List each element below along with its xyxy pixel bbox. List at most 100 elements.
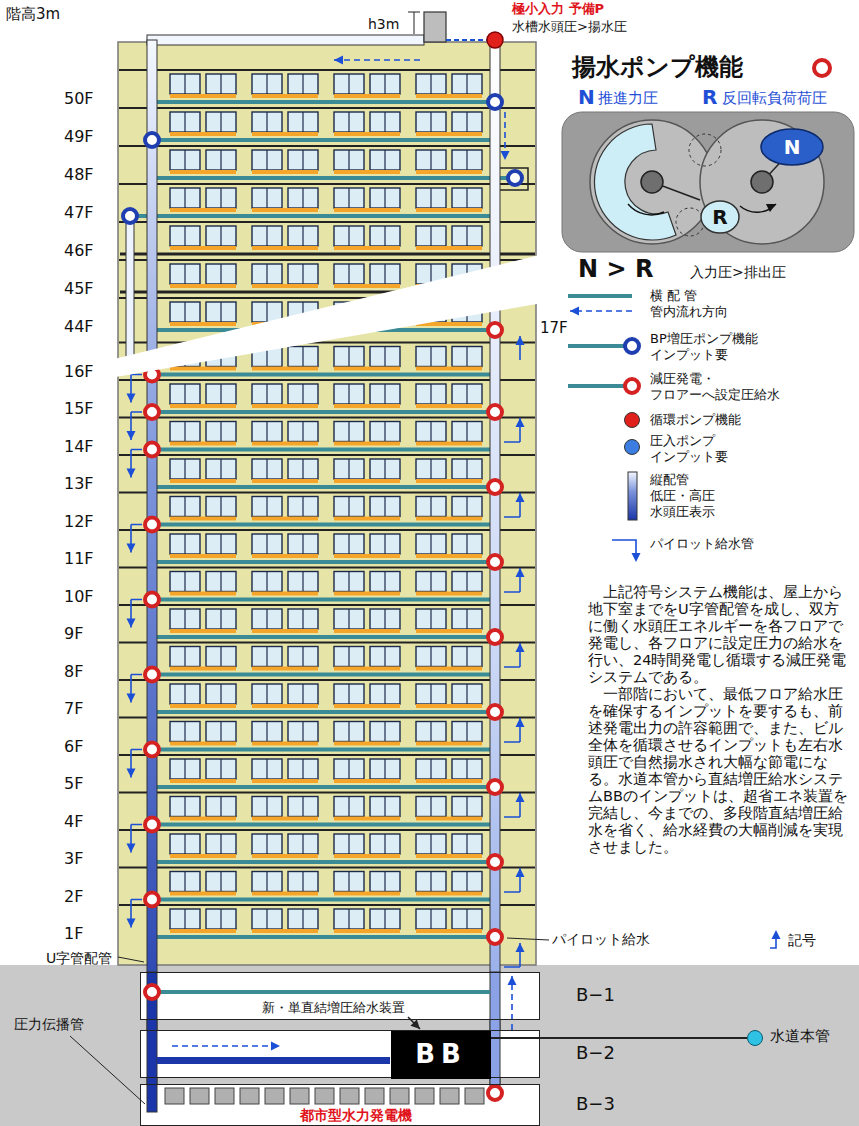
- pressure-reducing-generator: [145, 818, 159, 832]
- window: [370, 112, 400, 132]
- balcony-strip: [334, 779, 400, 783]
- window-frame: [302, 384, 303, 404]
- rotor-chamber: [700, 120, 824, 244]
- window: [416, 188, 446, 208]
- pilot-pipe: [504, 891, 520, 893]
- flow-arrow: [334, 59, 420, 61]
- window-frame: [184, 759, 185, 779]
- booster-pump: [508, 171, 522, 185]
- booster-unit: BB: [391, 1031, 491, 1079]
- window-frame: [466, 572, 467, 592]
- arrowhead: [127, 431, 136, 440]
- legend-sample: [625, 379, 639, 393]
- vertical-pipe: [147, 40, 157, 1112]
- window-frame: [184, 188, 185, 208]
- balcony-strip: [334, 132, 400, 136]
- window-frame: [266, 534, 267, 554]
- pilot-pipe: [131, 824, 142, 826]
- basement-floor: [140, 1030, 540, 1078]
- horizontal-pipe: [152, 710, 495, 714]
- window: [170, 74, 200, 94]
- label: 12F: [64, 513, 94, 531]
- note-text: 上記符号システム機能は、屋上から地下室までをU字管配管を成し、双方に働く水頭圧エ…: [588, 584, 850, 686]
- basement-level-text: B−3: [576, 1094, 615, 1115]
- flow-arrow: [172, 1045, 280, 1047]
- balcony-strip: [416, 742, 482, 746]
- window-frame: [348, 226, 349, 246]
- label: 13F: [64, 475, 94, 493]
- balcony-strip: [170, 404, 236, 408]
- window-frame: [220, 264, 221, 284]
- pilot-pipe: [131, 411, 142, 413]
- window-frame: [348, 112, 349, 132]
- pump-housing: [562, 112, 854, 252]
- hydro-generator: [215, 1088, 234, 1104]
- window-frame: [430, 647, 431, 667]
- rotor-path: [676, 208, 704, 236]
- window: [252, 459, 282, 479]
- window: [252, 834, 282, 854]
- window-frame: [302, 647, 303, 667]
- window-frame: [466, 112, 467, 132]
- window-frame: [466, 797, 467, 817]
- window: [252, 684, 282, 704]
- basement-level: B−1: [140, 972, 540, 1020]
- arrowhead: [516, 643, 525, 652]
- balcony-strip: [170, 442, 236, 446]
- balcony-strip: [170, 170, 236, 174]
- label: 48F: [64, 166, 94, 184]
- window: [452, 834, 482, 854]
- window-frame: [348, 534, 349, 554]
- horizontal-pipe: [152, 410, 495, 414]
- pressure-reducing-generator: [145, 593, 159, 607]
- pressure-reducing-generator: [488, 930, 502, 944]
- label: 3F: [64, 850, 83, 868]
- hydro-generator: [315, 1088, 334, 1104]
- balcony-strip: [334, 854, 400, 858]
- window: [170, 647, 200, 667]
- window: [334, 384, 364, 404]
- window: [334, 422, 364, 442]
- arrowhead: [334, 56, 343, 65]
- window-frame: [466, 384, 467, 404]
- balcony-strip: [252, 779, 318, 783]
- floor-slab: [119, 183, 535, 185]
- label: パイロット給水: [552, 931, 650, 947]
- window: [206, 459, 236, 479]
- window: [370, 497, 400, 517]
- window-frame: [348, 609, 349, 629]
- load-lobe: R: [700, 200, 740, 234]
- floor-slab: [119, 904, 535, 906]
- window-frame: [348, 74, 349, 94]
- balcony-strip: [416, 817, 482, 821]
- window: [370, 264, 400, 284]
- arrowhead: [508, 976, 517, 985]
- balcony-strip: [334, 367, 400, 371]
- window: [334, 684, 364, 704]
- note-block: 上記符号システム機能は、屋上から地下室までをU字管配管を成し、双方に働く水頭圧エ…: [588, 584, 850, 856]
- window-frame: [430, 797, 431, 817]
- floor-slab: [119, 829, 535, 831]
- arrowhead: [516, 943, 525, 952]
- pressure-reducing-generator: [488, 780, 502, 794]
- window-frame: [184, 74, 185, 94]
- window: [370, 459, 400, 479]
- balcony-strip: [416, 629, 482, 633]
- dimension-tick: [408, 12, 420, 13]
- pilot-pipe: [504, 516, 520, 518]
- pressure-reducing-generator: [145, 985, 159, 999]
- horizontal-pipe: [152, 176, 515, 180]
- floor-slab: [119, 642, 535, 644]
- pilot-pipe: [131, 749, 142, 751]
- hydro-generator: [465, 1088, 484, 1104]
- label: 50F: [64, 90, 94, 108]
- window-frame: [220, 188, 221, 208]
- window-frame: [220, 384, 221, 404]
- window-frame: [348, 459, 349, 479]
- floor-slab: [119, 221, 535, 223]
- window: [452, 384, 482, 404]
- window-frame: [430, 759, 431, 779]
- arrowhead: [516, 868, 525, 877]
- window: [334, 188, 364, 208]
- pressure-reducing-generator: [488, 480, 502, 494]
